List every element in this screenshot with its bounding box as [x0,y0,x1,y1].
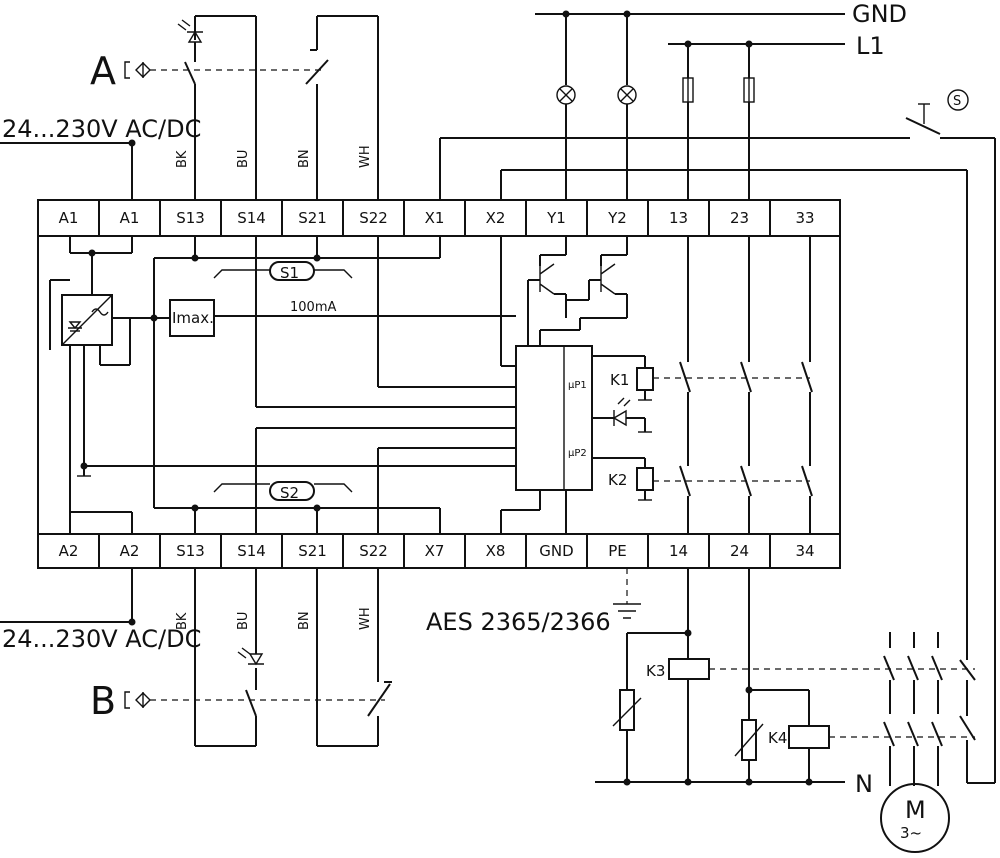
top-terminal-label: 13 [669,209,688,227]
top-terminal-label: A1 [59,209,79,227]
led-internal-icon [612,409,627,427]
bottom-terminal-label: S21 [298,542,327,560]
bottom-terminal-label: X8 [486,542,506,560]
up2-label: µP2 [568,448,587,459]
rectifier-icon [68,321,82,330]
wire-color-top: WH [358,145,373,168]
motor-label: M [905,796,926,824]
wire-color-top: BN [297,149,312,168]
motor-sub-label: 3~ [900,824,922,842]
top-terminal-dividers [98,200,771,568]
rail-l1-label: L1 [856,32,885,60]
top-terminal-label: X1 [425,209,445,227]
top-terminal-label: X2 [486,209,506,227]
transistor-y1-icon [539,263,555,295]
supply-label-bottom: 24...230V AC/DC [2,625,201,653]
sensor-b-label: B [90,679,116,723]
microprocessor-block [515,345,593,491]
s1-label: S1 [280,264,299,282]
relay-k3-coil [668,658,710,680]
bottom-terminal-label: PE [608,542,627,560]
wire-color-bottom: BN [297,611,312,630]
s2-label: S2 [280,484,299,502]
bottom-terminal-label: 14 [669,542,688,560]
top-terminal-strip: A1 A1 S13 S14 S21 S22 X1 X2 Y1 Y2 13 23 33 [59,209,815,227]
relay-k2-coil [636,467,654,491]
model-label: AES 2365/2366 [426,608,611,636]
sensor-a-icon [124,61,151,79]
wire-color-top: BU [236,150,251,168]
bottom-terminal-label: A2 [120,542,140,560]
earth-icon [613,603,641,619]
top-terminal-label: Y1 [546,209,566,227]
wire-color-bottom: BU [236,612,251,630]
sensor-b-icon [124,691,151,709]
top-terminal-label: 23 [730,209,749,227]
top-terminal-label: S21 [298,209,327,227]
motor-icon [880,783,950,853]
supply-label-top: 24...230V AC/DC [2,115,201,143]
sensor-a-label: A [90,49,116,93]
top-terminal-label: A1 [120,209,140,227]
bottom-terminal-label: S14 [237,542,266,560]
bottom-terminal-label: S22 [359,542,388,560]
bottom-terminal-label: A2 [59,542,79,560]
relay-k4-coil [788,725,830,749]
rail-n-label: N [855,770,873,798]
top-terminal-label: 33 [795,209,814,227]
top-terminal-label: S22 [359,209,388,227]
relay-k1-coil [636,367,654,391]
switch-s-label: S [953,94,961,109]
k4-label: K4 [768,729,787,747]
bottom-terminal-label: 34 [795,542,814,560]
wire-color-bottom: WH [358,607,373,630]
bottom-terminal-label: 24 [730,542,749,560]
wire-color-bottom: BK [175,612,190,630]
imax-block [169,299,215,337]
switch-s-icon [947,89,969,111]
varistor-k3-icon [619,689,635,731]
bottom-terminal-label: GND [539,542,573,560]
bottom-terminal-strip: A2 A2 S13 S14 S21 S22 X7 X8 GND PE 14 24 34 [59,542,815,560]
top-terminal-label: S13 [176,209,205,227]
wire-color-top: BK [175,150,190,168]
up1-label: µP1 [568,380,587,391]
imax-label: Imax. [172,309,214,327]
k2-label: K2 [608,471,627,489]
bottom-terminal-label: S13 [176,542,205,560]
transistor-y2-icon [600,263,616,295]
bottom-terminal-label: X7 [425,542,445,560]
led-b-icon [248,653,264,666]
top-terminal-label: Y2 [607,209,627,227]
top-terminal-label: S14 [237,209,266,227]
k1-label: K1 [610,371,629,389]
rail-gnd-label: GND [852,0,907,28]
current-label: 100mA [290,300,336,315]
k3-label: K3 [646,662,665,680]
